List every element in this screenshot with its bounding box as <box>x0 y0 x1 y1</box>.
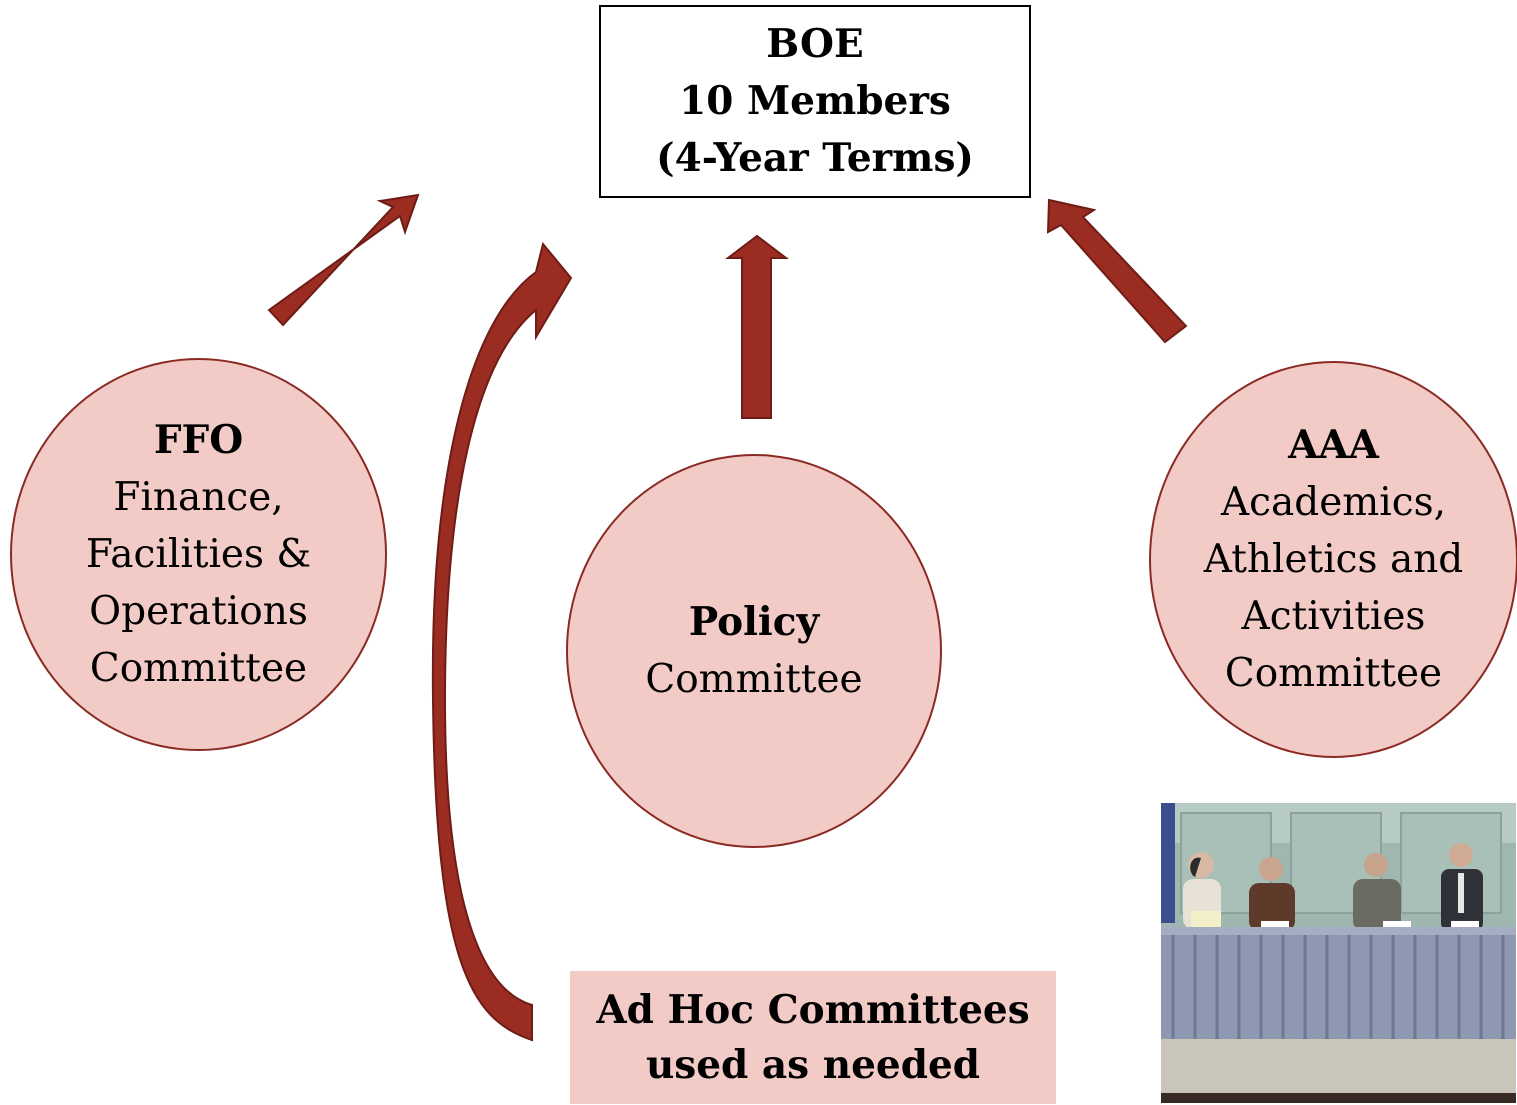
adhoc-to-boe-curved-arrow <box>431 241 573 1042</box>
ffo-line: Operations <box>89 589 308 634</box>
aaa-line: Athletics and <box>1203 537 1464 582</box>
boe-terms: (4-Year Terms) <box>656 135 974 181</box>
adhoc-line-1: Ad Hoc Committees <box>596 986 1030 1033</box>
boe-members: 10 Members <box>679 78 951 124</box>
aaa-line: Academics, <box>1220 480 1446 525</box>
adhoc-committees-box: Ad Hoc Committees used as needed <box>570 971 1056 1104</box>
board-meeting-photo <box>1161 803 1516 1103</box>
ffo-to-boe-arrow <box>267 193 420 327</box>
policy-committee-node: Policy Committee <box>566 454 942 848</box>
ffo-abbr: FFO <box>153 417 244 463</box>
aaa-line: Activities <box>1241 594 1426 639</box>
boe-box: BOE 10 Members (4-Year Terms) <box>599 5 1031 198</box>
board-meeting-photo-drawing <box>1161 803 1516 1103</box>
ffo-line: Finance, <box>113 475 284 520</box>
adhoc-line-2: used as needed <box>645 1041 981 1088</box>
aaa-abbr: AAA <box>1288 422 1379 468</box>
policy-to-boe-arrow <box>725 234 789 419</box>
boe-title: BOE <box>766 21 864 67</box>
aaa-to-boe-arrow <box>1046 198 1188 344</box>
policy-line: Committee <box>645 657 863 702</box>
aaa-line: Committee <box>1224 651 1443 696</box>
ffo-committee-node: FFO Finance, Facilities & Operations Com… <box>10 358 387 751</box>
ffo-line: Facilities & <box>85 532 312 577</box>
policy-abbr: Policy <box>688 599 820 645</box>
ffo-line: Committee <box>89 646 308 691</box>
aaa-committee-node: AAA Academics, Athletics and Activities … <box>1149 361 1517 758</box>
